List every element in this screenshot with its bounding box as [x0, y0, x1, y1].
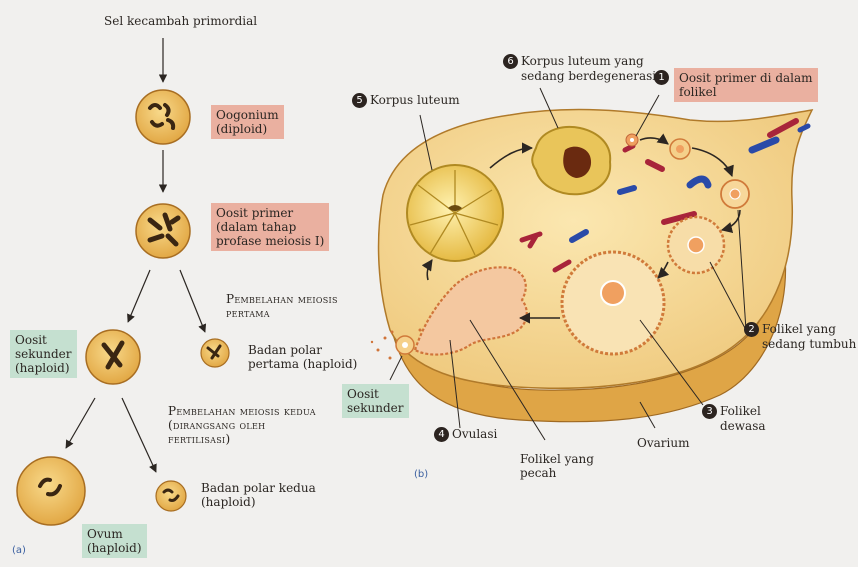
- meiosis-ii-label: Pembelahan meiosis kedua(dirangsang oleh…: [168, 404, 316, 446]
- ovum-label: Ovum(haploid): [82, 524, 147, 558]
- released-cells: [370, 328, 422, 360]
- oogonium-cell: [135, 89, 191, 145]
- growing-follicle-3: [666, 215, 726, 275]
- ovary-label: Ovarium: [637, 436, 690, 450]
- ruptured-follicle: [413, 266, 528, 356]
- ovulated-oocyte: [395, 335, 415, 355]
- step-1-marker: 1: [654, 70, 672, 85]
- secondary-oocyte-cell: [85, 329, 141, 385]
- leader-lines: [389, 87, 747, 441]
- second-polar-body-label: Badan polar kedua(haploid): [201, 481, 316, 509]
- corpus-luteum: [406, 164, 504, 262]
- primary-follicle: [625, 133, 639, 147]
- primary-oocyte-cell: [135, 203, 191, 259]
- process-arrows: [421, 133, 741, 324]
- primordial-germ-cell-label: Sel kecambah primordial: [104, 14, 258, 28]
- panel-b-tag: (b): [414, 469, 429, 480]
- first-polar-body: [200, 338, 230, 368]
- panel-a-tag: (a): [12, 545, 26, 556]
- second-polar-body: [155, 480, 187, 512]
- growing-follicle-1: [669, 138, 691, 160]
- degenerating-corpus-luteum: [531, 126, 612, 196]
- oogonium-label: Oogonium(diploid): [211, 105, 284, 139]
- ovum-cell: [16, 456, 86, 526]
- growing-follicle-2: [720, 179, 750, 209]
- blood-vessels: [519, 118, 811, 273]
- mature-follicle: [560, 250, 666, 356]
- panel-a-arrows: [65, 38, 207, 473]
